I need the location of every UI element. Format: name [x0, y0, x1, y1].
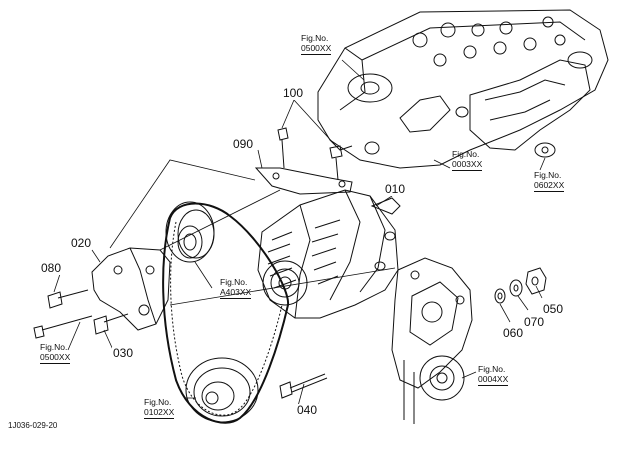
mounting-bracket-upper	[254, 167, 353, 195]
part-label-050: 050	[542, 302, 565, 316]
fig-ref-code: 0003XX	[452, 159, 483, 171]
mounting-bracket-lower	[91, 247, 171, 331]
fig-ref-prefix: Fig.No.	[478, 364, 506, 374]
fig-ref-0500xx-top: Fig.No. 0500XX	[301, 33, 332, 55]
part-label-070: 070	[523, 315, 546, 329]
fig-ref-code: 0602XX	[534, 180, 565, 192]
alternator	[257, 189, 401, 319]
bolts-100	[277, 127, 343, 181]
cylinder-head-assembly	[317, 9, 609, 169]
fig-ref-0003xx: Fig.No. 0003XX	[452, 149, 483, 171]
leader-lines	[53, 59, 546, 407]
drawing-id: 1J036-029-20	[8, 421, 58, 430]
fig-ref-prefix: Fig.No.	[40, 342, 68, 352]
fig-ref-code: 0500XX	[40, 352, 71, 364]
fig-ref-code: 0500XX	[301, 43, 332, 55]
part-label-010: 010	[384, 182, 407, 196]
part-label-090: 090	[232, 137, 255, 151]
fig-ref-a403xx: Fig.No. A403XX	[220, 277, 252, 299]
fig-ref-code: 0004XX	[478, 374, 509, 386]
fan-pulley	[165, 201, 215, 263]
part-label-020: 020	[70, 236, 93, 250]
fig-ref-prefix: Fig.No.	[301, 33, 329, 43]
fig-ref-0602xx: Fig.No. 0602XX	[534, 170, 565, 192]
bolt-040	[279, 373, 328, 399]
v-belt	[162, 202, 290, 424]
part-label-100: 100	[282, 86, 305, 100]
part-label-080: 080	[40, 261, 63, 275]
fig-ref-prefix: Fig.No.	[534, 170, 562, 180]
small-bolts	[33, 289, 129, 339]
fig-ref-prefix: Fig.No.	[452, 149, 480, 159]
part-label-060: 060	[502, 326, 525, 340]
part-label-040: 040	[296, 403, 319, 417]
fig-ref-prefix: Fig.No.	[144, 397, 172, 407]
fig-ref-0500xx-left: Fig.No. 0500XX	[40, 342, 71, 364]
fig-ref-code: A403XX	[220, 287, 252, 299]
washer-nut-set	[494, 267, 547, 304]
crankshaft-pulley	[185, 357, 259, 423]
part-label-030: 030	[112, 346, 135, 360]
fig-ref-prefix: Fig.No.	[220, 277, 248, 287]
fig-ref-0004xx: Fig.No. 0004XX	[478, 364, 509, 386]
fig-ref-code: 0102XX	[144, 407, 175, 419]
gear-case	[391, 257, 473, 424]
fig-ref-0102xx: Fig.No. 0102XX	[144, 397, 175, 419]
